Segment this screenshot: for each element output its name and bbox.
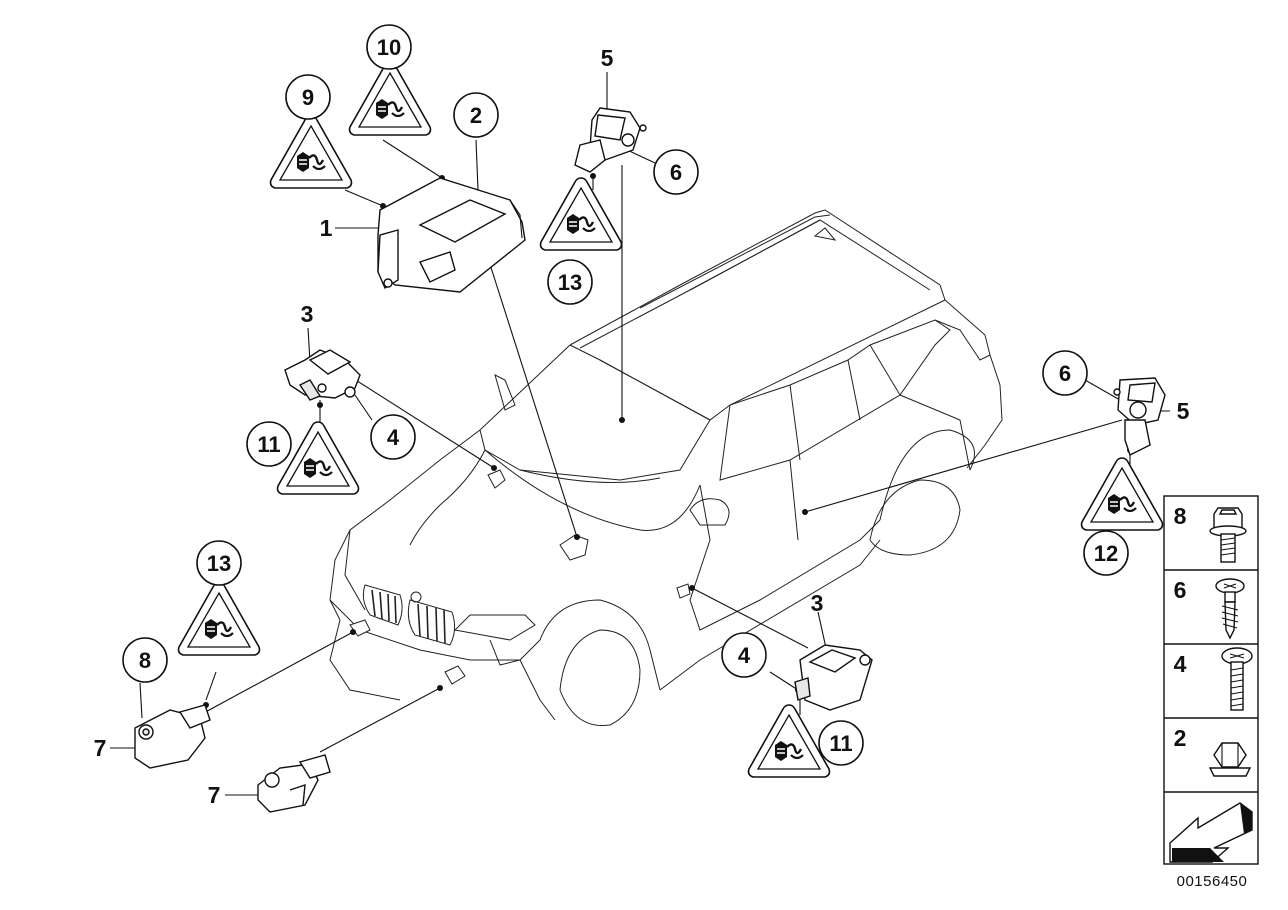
legend-item-6-label: 6 xyxy=(1174,577,1187,603)
callout-1-label: 1 xyxy=(320,215,333,241)
screw-icon xyxy=(1221,647,1253,711)
callout-2: 2 xyxy=(453,92,499,138)
upfront-sensor-b xyxy=(257,754,331,813)
callout-3-top-label: 3 xyxy=(301,301,314,327)
callout-13-top: 13 xyxy=(547,259,593,305)
arrow-left-down-icon xyxy=(1169,802,1253,863)
callout-2-label: 2 xyxy=(470,103,482,128)
legend-item-8-label: 8 xyxy=(1174,503,1187,529)
callout-4-lower: 4 xyxy=(721,632,767,678)
callout-11-lower-label: 11 xyxy=(829,731,852,756)
crash-sensor-lower xyxy=(794,644,873,711)
callout-5-right-label: 5 xyxy=(1177,398,1190,424)
callout-13-left: 13 xyxy=(196,540,242,586)
callout-10-label: 10 xyxy=(377,35,401,60)
callout-5-top-label: 5 xyxy=(601,45,614,71)
upfront-sensor-a xyxy=(134,704,211,769)
leader-dots xyxy=(203,173,1133,708)
legend-item-2-label: 2 xyxy=(1174,725,1187,751)
vehicle-outline xyxy=(329,209,1003,727)
callout-4-left-label: 4 xyxy=(387,425,400,450)
callout-4-lower-label: 4 xyxy=(738,643,751,668)
flange-bolt-icon xyxy=(1209,507,1247,563)
callout-6-top-label: 6 xyxy=(670,160,682,185)
legend-item-4-label: 4 xyxy=(1174,651,1187,677)
callout-13-top-label: 13 xyxy=(558,270,582,295)
callout-3-lower-label: 3 xyxy=(811,590,824,616)
callout-9-label: 9 xyxy=(302,85,314,110)
airbag-control-unit xyxy=(377,177,526,293)
side-sensor-right xyxy=(1113,377,1166,456)
callout-13-left-label: 13 xyxy=(207,551,231,576)
callout-9: 9 xyxy=(285,74,331,120)
callout-4-left: 4 xyxy=(370,414,416,460)
callout-11-lower: 11 xyxy=(818,720,864,766)
diagram-id: 00156450 xyxy=(1177,873,1248,890)
crash-sensor-left xyxy=(284,349,361,401)
callout-11-left-label: 11 xyxy=(257,432,280,457)
callout-6-top: 6 xyxy=(653,149,699,195)
hardware-legend: 8 6 4 2 xyxy=(1163,495,1259,865)
callout-10: 10 xyxy=(366,24,412,70)
side-sensor-top xyxy=(574,107,647,173)
callout-8: 8 xyxy=(122,637,168,683)
callout-12: 12 xyxy=(1083,530,1129,576)
callout-12-label: 12 xyxy=(1094,541,1118,566)
callout-6-right-label: 6 xyxy=(1059,361,1071,386)
nut-icon xyxy=(1208,742,1252,777)
callout-7a-label: 7 xyxy=(94,735,107,761)
callout-6-right: 6 xyxy=(1042,350,1088,396)
callout-7b-label: 7 xyxy=(208,782,221,808)
callout-11-left: 11 xyxy=(246,421,292,467)
callout-8-label: 8 xyxy=(139,648,151,673)
tapping-screw-icon xyxy=(1215,578,1245,640)
